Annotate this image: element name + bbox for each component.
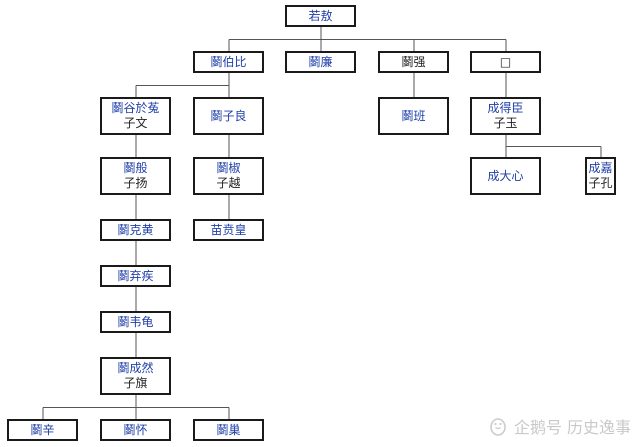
node-courtesy-name: 子扬 [123,176,148,190]
node-dou-xin[interactable]: 鬬辛 [7,419,78,441]
node-name: 鬬辛 [30,422,55,437]
node-name: 鬬伯比 [210,54,247,69]
node-name: 若敖 [308,8,333,23]
node-dou-lian[interactable]: 鬬廉 [285,51,356,73]
node-name: 鬬班 [401,108,426,123]
node-name: 鬬韦龟 [117,314,154,329]
node-dou-chengran[interactable]: 鬬成然 子旗 [100,357,171,395]
watermark-brand: 企鹅号 [513,418,562,437]
node-cheng-dechen[interactable]: 成得臣 子玉 [470,97,541,135]
node-courtesy-name: 子玉 [493,116,518,130]
node-dou-qiang[interactable]: 鬬强 [378,51,449,73]
node-name: 鬬椒 [216,161,241,175]
node-name: 鬬子良 [210,108,247,123]
node-name: □ [499,54,512,69]
node-name: 苗贲皇 [210,222,247,237]
node-courtesy-name: 子旗 [123,376,148,390]
node-name: 鬬廉 [308,54,333,69]
node-ruoao[interactable]: 若敖 [285,5,356,27]
node-courtesy-name: 子孔 [588,176,613,190]
node-name: 成大心 [487,168,524,183]
node-dou-ban-son[interactable]: 鬬般 子扬 [100,157,171,195]
node-dou-huai[interactable]: 鬬怀 [100,419,171,441]
node-name: 成得臣 [487,101,524,115]
node-name: 鬬克黄 [117,222,154,237]
node-miao-benhuang[interactable]: 苗贲皇 [193,219,264,241]
node-dou-chao[interactable]: 鬬巢 [193,419,264,441]
watermark: 企鹅号 历史逸事 [487,414,631,438]
node-name: 鬬弃疾 [117,268,154,283]
node-name: 鬬巢 [216,422,241,437]
node-dou-weigui[interactable]: 鬬韦龟 [100,311,171,333]
node-dou-guwutu[interactable]: 鬬谷於菟 子文 [100,97,171,135]
node-cheng-daxin[interactable]: 成大心 [470,157,541,195]
node-courtesy-name: 子文 [123,116,148,130]
node-dou-ban[interactable]: 鬬班 [378,97,449,135]
node-dou-bobi[interactable]: 鬬伯比 [193,51,264,73]
node-name: 鬬般 [123,161,148,175]
node-courtesy-name: 子越 [216,176,241,190]
node-name: 鬬强 [401,54,426,69]
penguin-icon [490,418,506,436]
node-cheng-jia[interactable]: 成嘉 子孔 [585,157,616,195]
node-dou-ziliang[interactable]: 鬬子良 [193,97,264,135]
node-name: 鬬成然 [117,361,154,375]
watermark-account: 历史逸事 [566,418,631,437]
node-dou-kehuang[interactable]: 鬬克黄 [100,219,171,241]
node-name: 鬬谷於菟 [111,101,160,115]
node-dou-qiji[interactable]: 鬬弃疾 [100,265,171,287]
node-name: 鬬怀 [123,422,148,437]
node-dou-jiao[interactable]: 鬬椒 子越 [193,157,264,195]
node-name: 成嘉 [588,161,613,175]
node-unknown[interactable]: □ [470,51,541,73]
